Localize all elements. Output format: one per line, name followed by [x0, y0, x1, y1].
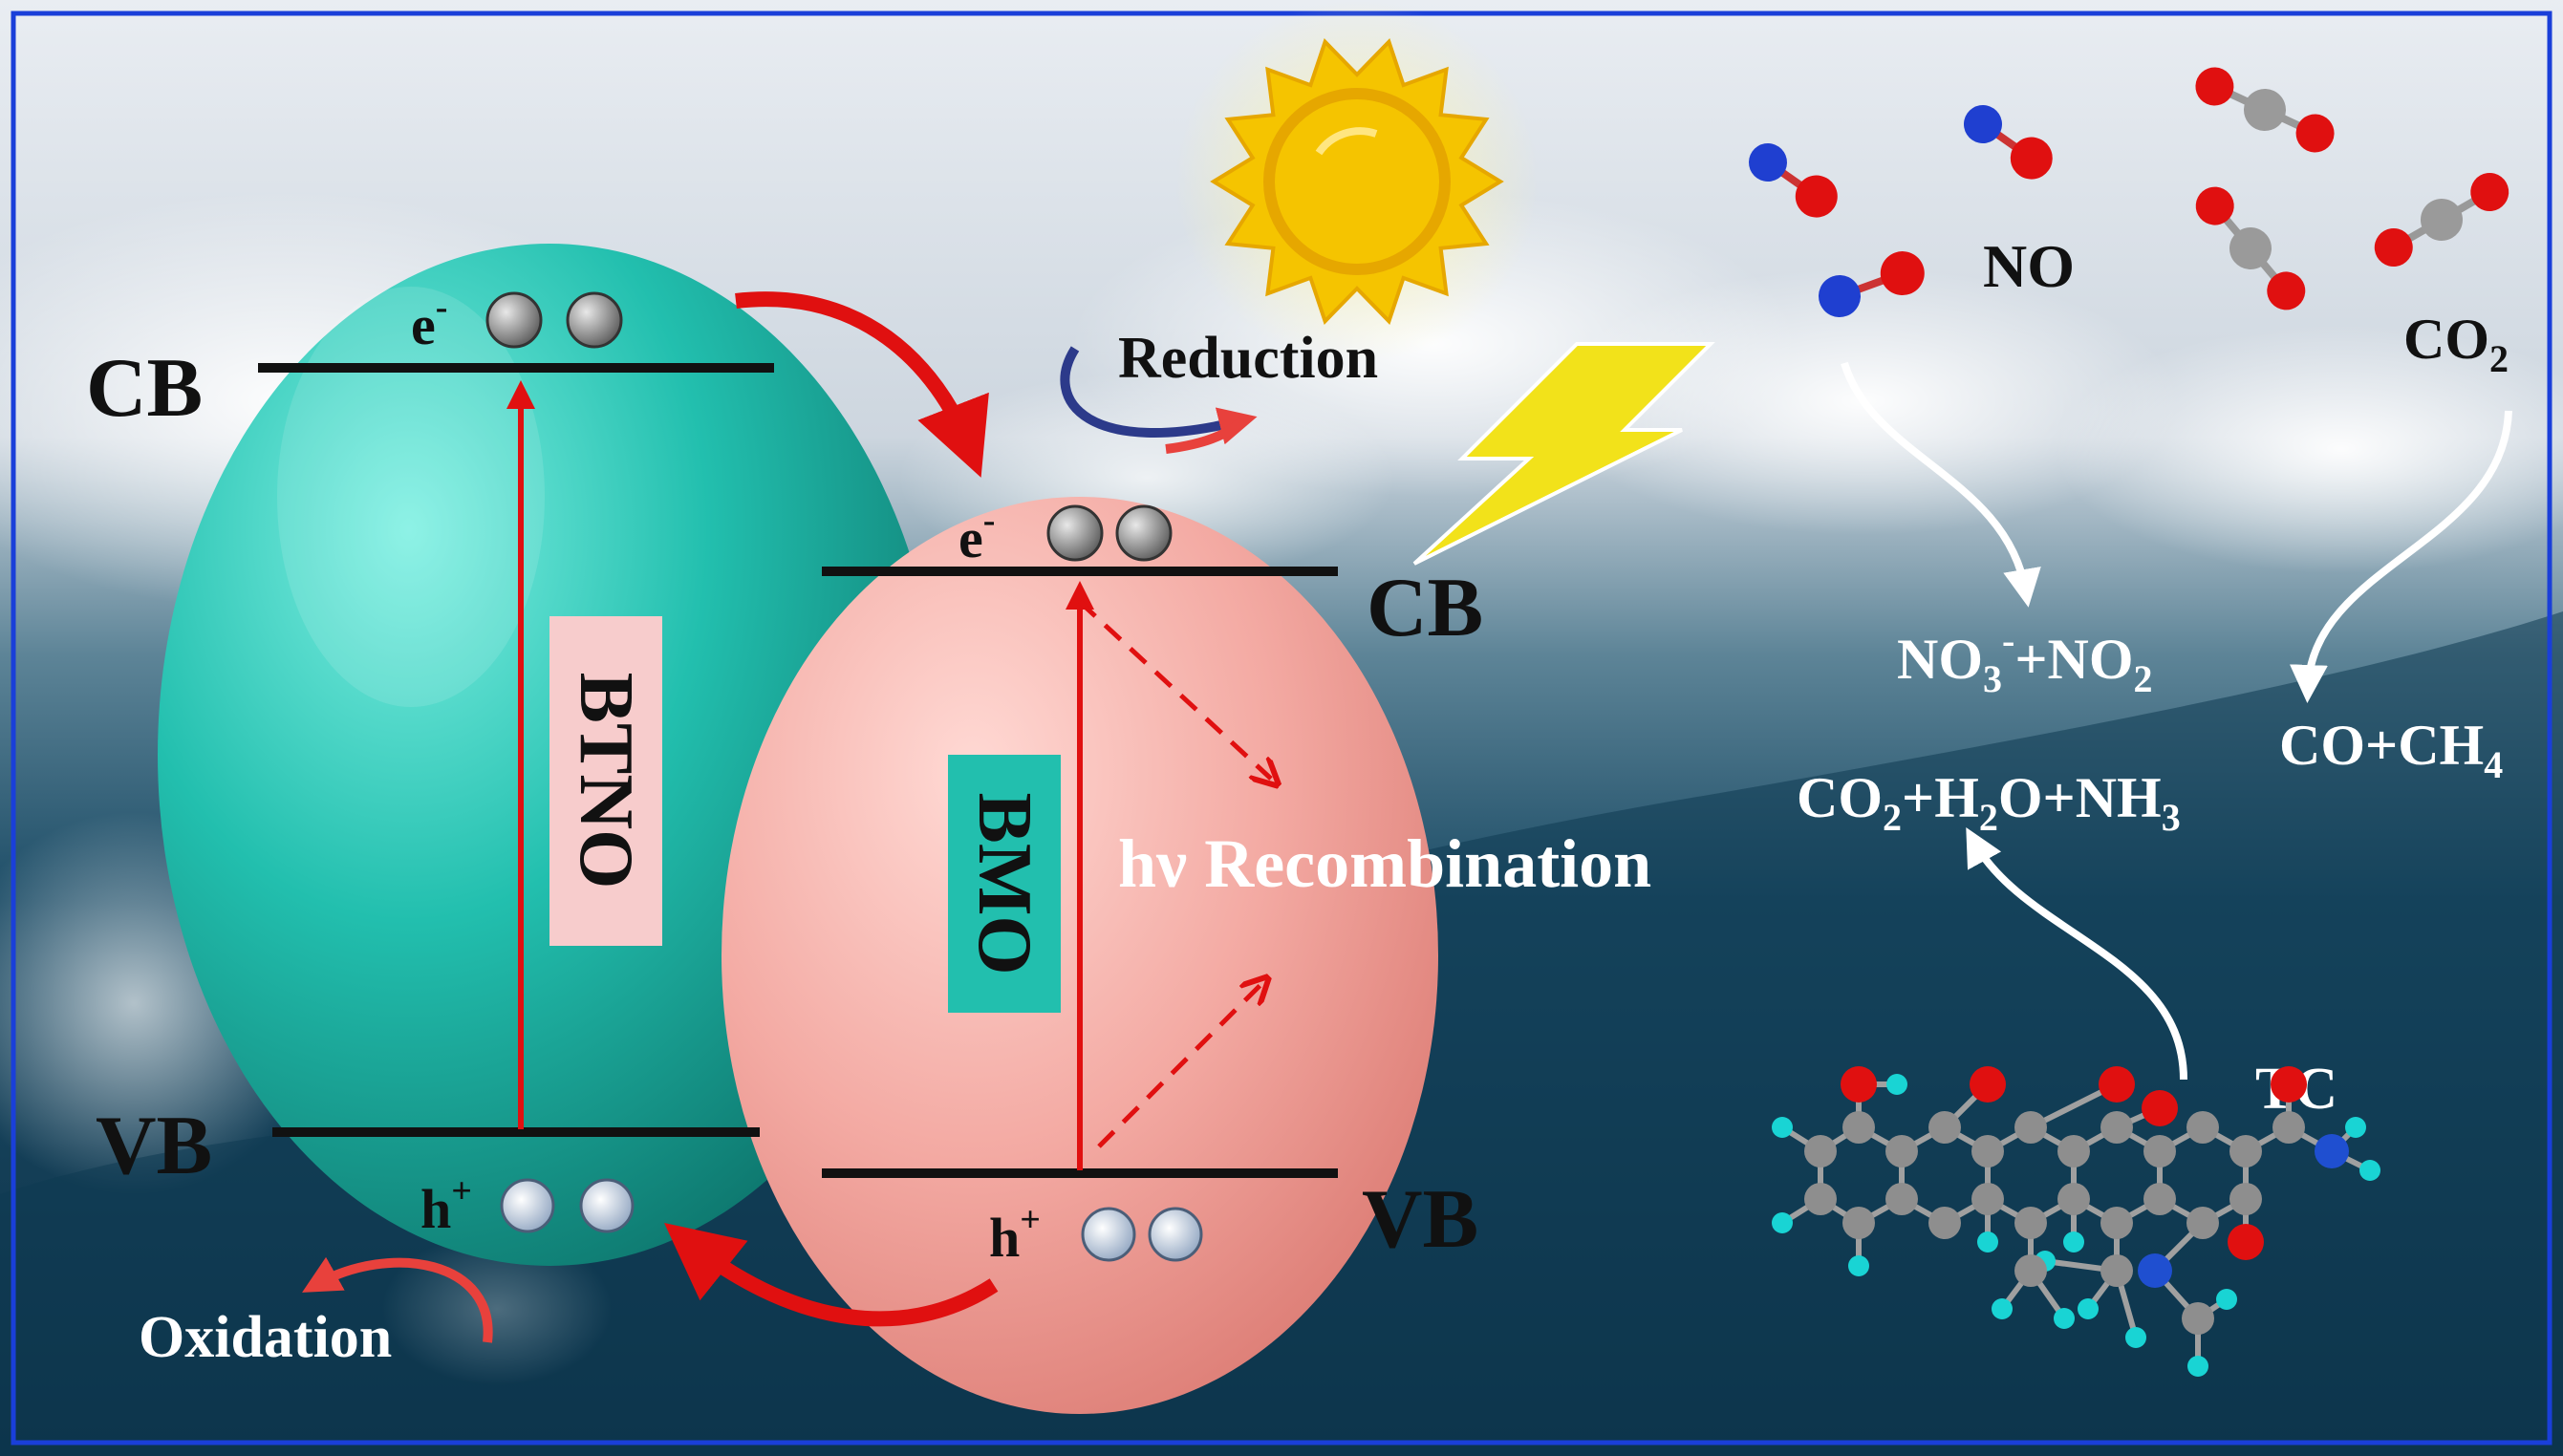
tc-atom [2143, 1135, 2176, 1167]
tc-atom [2014, 1254, 2047, 1287]
tc-atom [1841, 1066, 1877, 1103]
oxidation-label: Oxidation [139, 1305, 392, 1370]
tc-atom [1977, 1231, 1998, 1253]
tc-atom [1970, 1066, 2006, 1103]
tc-atom [2100, 1254, 2133, 1287]
btno-vb-label: VB [96, 1100, 212, 1192]
tc-atom [2099, 1066, 2135, 1103]
tc-product-label: CO2+H2O+NH3 [1797, 766, 2181, 839]
tc-atom [2187, 1356, 2208, 1377]
tc-atom [1772, 1212, 1793, 1233]
btno-electron-label: e- [411, 288, 447, 356]
oxidation-arrow [302, 1256, 493, 1343]
tc-atom [1842, 1111, 1875, 1144]
tc-atom [2345, 1117, 2366, 1138]
bmo-holes [1081, 1207, 1203, 1262]
tc-atom [1971, 1135, 2004, 1167]
recombination-arrow-up [1097, 984, 1261, 1148]
tc-atom [2186, 1111, 2219, 1144]
tc-atom [1992, 1298, 2013, 1319]
tc-atom [2057, 1135, 2090, 1167]
tc-atom [2182, 1302, 2214, 1335]
tc-atom [1885, 1135, 1918, 1167]
hole-transfer-arrow [664, 1223, 999, 1327]
tc-atom [1804, 1135, 1837, 1167]
tc-atom [2063, 1231, 2084, 1253]
tc-atom [2078, 1298, 2099, 1319]
btno-holes [500, 1178, 635, 1233]
reduction-label: Reduction [1118, 326, 1378, 391]
tc-atom [1928, 1207, 1961, 1239]
tc-atom [1886, 1074, 1907, 1095]
tc-atom [2125, 1327, 2146, 1348]
btno-cb-label: CB [86, 342, 203, 435]
co2-conversion-arrow [2289, 410, 2512, 703]
tc-atom [2014, 1207, 2047, 1239]
tc-atom [2143, 1183, 2176, 1215]
tc-atom [2216, 1289, 2237, 1310]
tc-molecule [1772, 1066, 2380, 1377]
tc-atom [2014, 1111, 2047, 1144]
co2-label: CO2 [2403, 308, 2509, 380]
figure-border [11, 11, 2552, 1445]
co2-molecules [2195, 67, 2509, 310]
co2-product-label: CO+CH4 [2279, 714, 2503, 786]
lightning-icon [1412, 342, 1715, 566]
tc-atom [2228, 1224, 2264, 1260]
no-molecules [1749, 105, 2053, 317]
tc-atom [1971, 1183, 2004, 1215]
tc-atom [2100, 1111, 2133, 1144]
bmo-label: BMO [962, 792, 1046, 974]
recombination-label: hν Recombination [1118, 825, 1651, 902]
tc-atom [1842, 1207, 1875, 1239]
tc-atom [2315, 1134, 2349, 1168]
tc-atom [2138, 1253, 2172, 1288]
tc-atom [2054, 1308, 2075, 1329]
tc-atom [2142, 1090, 2178, 1126]
tc-atom [2057, 1183, 2090, 1215]
tc-degradation-arrow [1966, 826, 2187, 1081]
tc-atom [1848, 1255, 1869, 1276]
tc-atom [1928, 1111, 1961, 1144]
btno-label: BTNO [564, 673, 648, 889]
tc-atom [2272, 1111, 2305, 1144]
electron-transfer-arrow [735, 291, 989, 478]
bmo-electrons [1046, 504, 1173, 562]
sun-icon [1175, 0, 1539, 363]
no-label: NO [1983, 232, 2075, 300]
tc-atom [2229, 1183, 2262, 1215]
tc-atom [2359, 1160, 2380, 1181]
tc-atom [1772, 1117, 1793, 1138]
bmo-electron-label: e- [958, 501, 995, 569]
no-product-label: NO3-+NO2 [1897, 619, 2153, 700]
reduction-arrow [1060, 346, 1258, 445]
tc-atom [2186, 1207, 2219, 1239]
tc-atom [1804, 1183, 1837, 1215]
bmo-cb-label: CB [1367, 562, 1483, 654]
btno-hole-label: h+ [420, 1171, 472, 1240]
tc-atom [2229, 1135, 2262, 1167]
tc-atom [2271, 1066, 2307, 1103]
bmo-vb-label: VB [1362, 1173, 1478, 1266]
tc-atom [1885, 1183, 1918, 1215]
btno-electrons [485, 291, 623, 349]
recombination-arrow-down [1078, 600, 1271, 779]
bmo-hole-label: h+ [989, 1200, 1041, 1269]
tc-atom [2100, 1207, 2133, 1239]
no-conversion-arrow [1841, 361, 2041, 608]
